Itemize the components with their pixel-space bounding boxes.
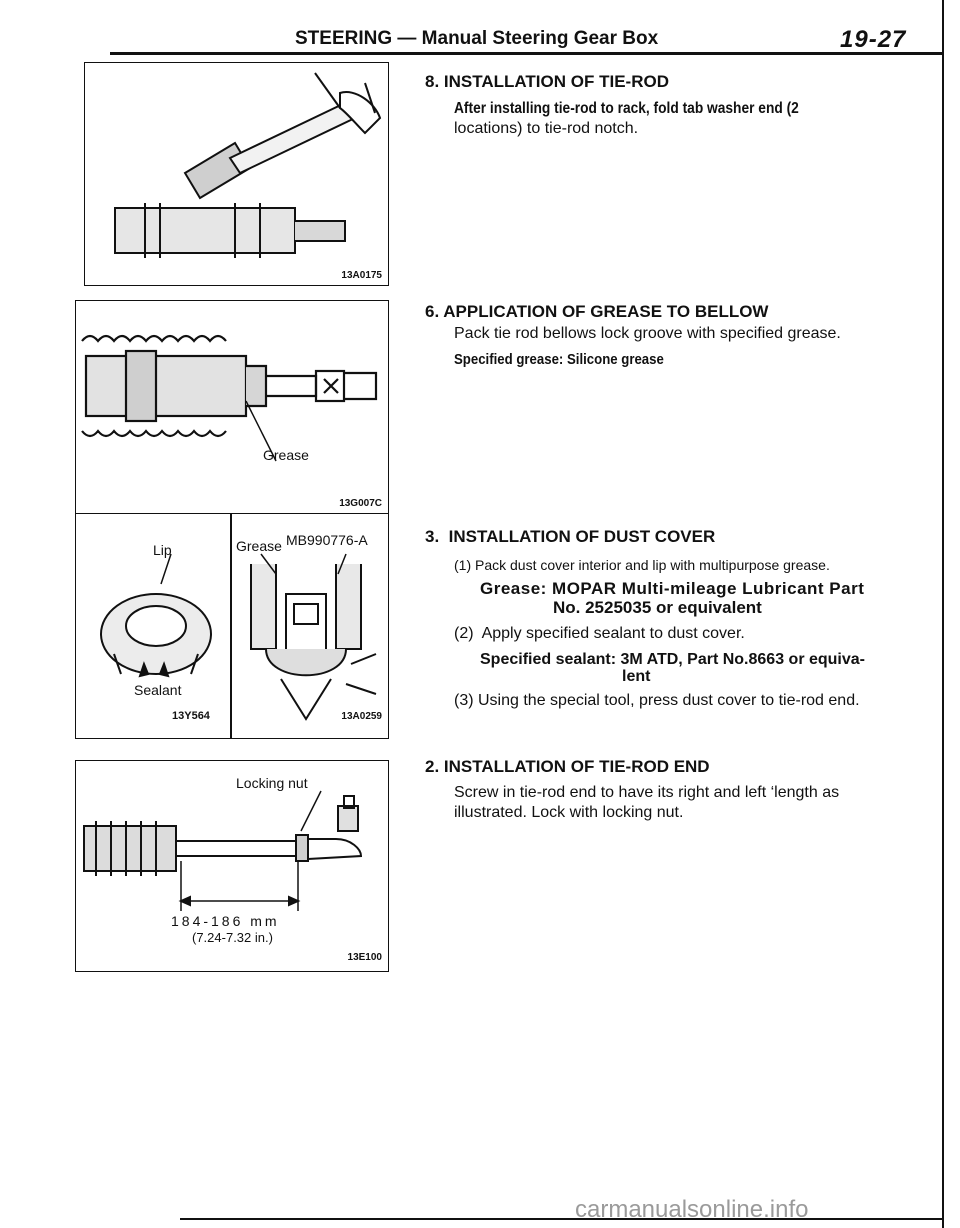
footer-rule xyxy=(180,1218,942,1220)
section-3-sealant-line-1: Specified sealant: 3M ATD, Part No.8663 … xyxy=(480,651,865,668)
section-2-line-1: Screw in tie-rod end to have its right a… xyxy=(454,784,840,801)
section-3-grease-line-1: Grease: MOPAR Multi-mileage Lubricant Pa… xyxy=(480,579,865,598)
figure-dust-cover: Lip Sealant 13Y564 Grease MB990776-A 13A… xyxy=(75,513,389,739)
section-2-line-2: illustrated. Lock with locking nut. xyxy=(454,804,684,821)
figure-tab-washer: 13A0175 xyxy=(84,62,389,286)
sealant-label: Sealant xyxy=(134,682,182,698)
section-8-line-1: After installing tie-rod to rack, fold t… xyxy=(454,100,799,117)
figure-code: 13A0175 xyxy=(341,270,382,281)
section-6-spec: Specified grease: Silicone grease xyxy=(454,351,664,368)
section-6-title: 6. APPLICATION OF GREASE TO BELLOW xyxy=(425,302,769,321)
section-8-title: 8. INSTALLATION OF TIE-ROD xyxy=(425,72,669,91)
watermark: carmanualsonline.info xyxy=(575,1196,809,1223)
figure-code: 13A0259 xyxy=(341,711,382,722)
figure-tie-rod-end: Locking nut 184-186 mm (7.24-7.32 in.) 1… xyxy=(75,760,389,972)
bellows-illustration xyxy=(81,334,378,462)
length-mm-label: 184-186 mm xyxy=(171,913,280,929)
grease-label: Grease xyxy=(263,447,309,463)
lip-label: Lip xyxy=(153,542,172,558)
section-3-step-2: (2) Apply specified sealant to dust cove… xyxy=(454,625,745,642)
right-margin-rule xyxy=(942,0,944,1228)
figure-code: 13G007C xyxy=(339,498,382,509)
figure-code: 13E100 xyxy=(347,952,382,963)
page-number: 19-27 xyxy=(840,26,907,53)
hammer-illustration xyxy=(114,72,382,258)
tie-rod-end-illustration xyxy=(83,790,363,911)
dust-cover-illustration xyxy=(100,553,377,721)
length-in-label: (7.24-7.32 in.) xyxy=(192,930,273,945)
special-tool-label: MB990776-A xyxy=(286,532,368,548)
locking-nut-label: Locking nut xyxy=(236,775,308,791)
section-3-step-3: (3) Using the special tool, press dust c… xyxy=(454,692,860,709)
section-8-line-2: locations) to tie-rod notch. xyxy=(454,120,639,137)
page-header-title: STEERING — Manual Steering Gear Box xyxy=(295,28,659,49)
section-3-grease-line-2: No. 2525035 or equivalent xyxy=(553,598,762,617)
figure-bellows-grease: Grease 13G007C xyxy=(75,300,389,514)
section-3-title: 3. INSTALLATION OF DUST COVER xyxy=(425,527,716,546)
figure-code: 13Y564 xyxy=(172,710,210,722)
header-rule xyxy=(110,52,942,55)
section-6-body: Pack tie rod bellows lock groove with sp… xyxy=(454,325,841,342)
grease-label: Grease xyxy=(236,538,282,554)
section-3-step-1: (1) Pack dust cover interior and lip wit… xyxy=(454,557,830,573)
section-3-sealant-line-2: lent xyxy=(622,668,651,685)
section-2-title: 2. INSTALLATION OF TIE-ROD END xyxy=(425,757,710,776)
panel-divider xyxy=(230,514,232,738)
